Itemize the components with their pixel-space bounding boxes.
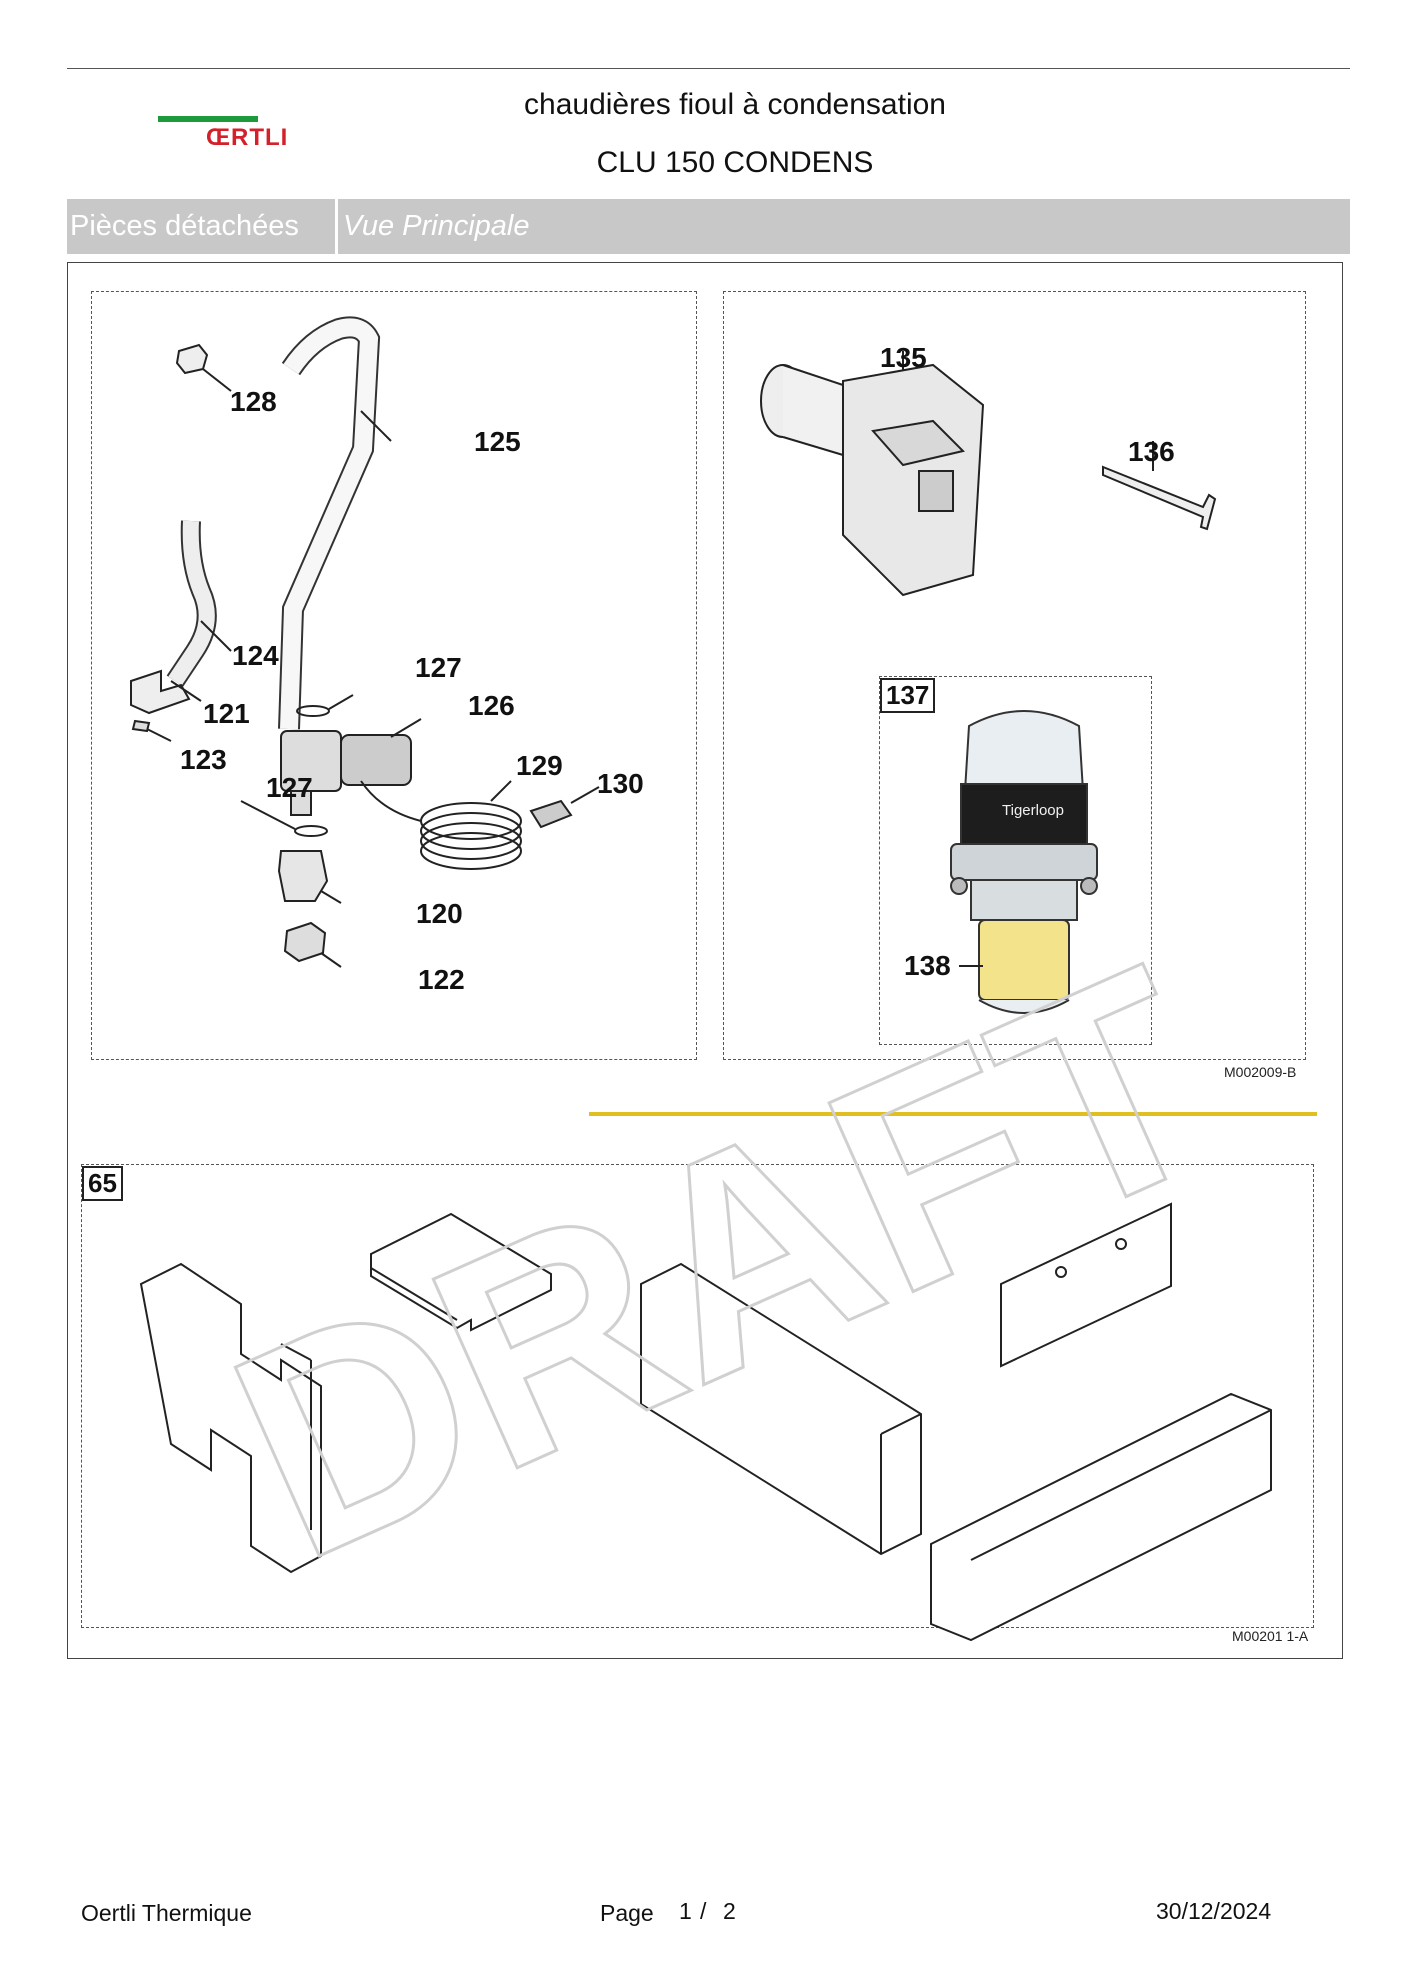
- panel-burner-parts: [723, 291, 1306, 1060]
- part-label-65[interactable]: 65: [82, 1166, 123, 1201]
- insulation-parts-drawing: DRAFT: [139, 901, 1272, 1642]
- footer-page-current: 1: [679, 1898, 692, 1924]
- tigerloop-product-label: Tigerloop: [1002, 802, 1064, 819]
- document-title: chaudières fioul à condensation: [524, 88, 946, 121]
- oertli-logo: ŒRTLI: [158, 114, 308, 154]
- part-label-127-bottom[interactable]: 127: [266, 772, 313, 803]
- panel-insulation-parts: [81, 1164, 1314, 1628]
- footer-company: Oertli Thermique: [81, 1900, 252, 1926]
- part-label-138[interactable]: 138: [904, 950, 951, 981]
- part-label-137[interactable]: 137: [880, 678, 936, 713]
- logo-text: ŒRTLI: [206, 124, 289, 151]
- footer-page-separator: /: [700, 1898, 707, 1924]
- part-label-135[interactable]: 135: [880, 342, 927, 373]
- part-label-130[interactable]: 130: [597, 768, 644, 799]
- accent-line: [589, 1112, 1317, 1116]
- logo-green-bar: [158, 116, 258, 122]
- hydraulic-parts-drawing: [130, 316, 600, 968]
- part-label-120[interactable]: 120: [416, 898, 463, 929]
- section-tab-bar: Pièces détachées Vue Principale: [67, 199, 1350, 254]
- panel-tigerloop: [879, 676, 1152, 1045]
- part-label-136[interactable]: 136: [1128, 436, 1175, 467]
- footer-date: 30/12/2024: [1156, 1898, 1272, 1924]
- part-label-123[interactable]: 123: [180, 744, 227, 775]
- top-rule: [67, 68, 1350, 69]
- product-name: CLU 150 CONDENS: [596, 146, 874, 179]
- drawing-reference-bottom: M00201 1-A: [1232, 1628, 1309, 1644]
- part-label-122[interactable]: 122: [418, 964, 465, 995]
- part-label-127-top[interactable]: 127: [415, 652, 462, 683]
- tab-spare-parts[interactable]: Pièces détachées: [70, 210, 299, 242]
- diagram-frame: [67, 262, 1343, 1659]
- drawing-reference-top: M002009-B: [1224, 1064, 1297, 1080]
- panel-hydraulic-parts: [91, 291, 697, 1060]
- part-label-125[interactable]: 125: [474, 426, 521, 457]
- part-label-128[interactable]: 128: [230, 386, 277, 417]
- part-label-121[interactable]: 121: [203, 698, 250, 729]
- footer-page-label: Page: [600, 1900, 654, 1926]
- part-label-124[interactable]: 124: [232, 640, 279, 671]
- tigerloop-drawing: [950, 710, 1098, 1014]
- footer-page-total: 2: [723, 1898, 736, 1924]
- tab-separator: [335, 199, 338, 254]
- part-label-126[interactable]: 126: [468, 690, 515, 721]
- tab-main-view[interactable]: Vue Principale: [343, 210, 530, 242]
- burner-parts-drawing: [760, 351, 1217, 597]
- part-label-129[interactable]: 129: [516, 750, 563, 781]
